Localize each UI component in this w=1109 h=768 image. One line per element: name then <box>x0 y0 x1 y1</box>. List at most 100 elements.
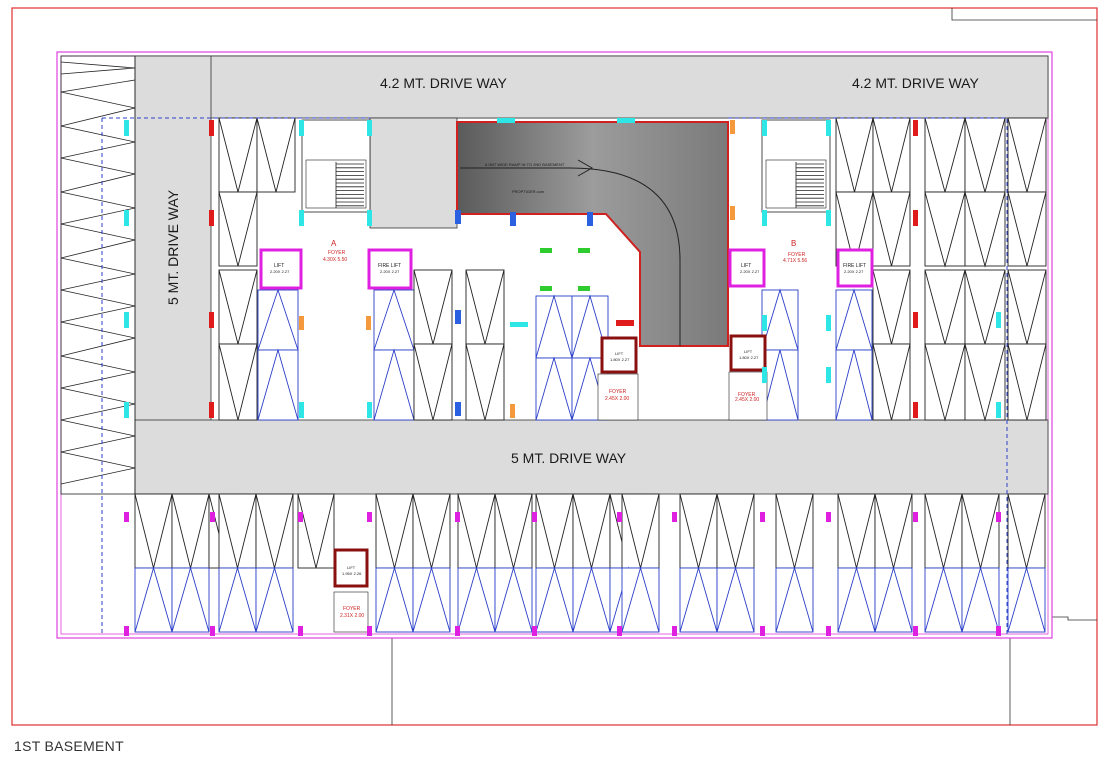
pillar <box>617 118 635 123</box>
lift-bottom-foyer-size: 2.31X 2.00 <box>340 613 364 619</box>
parking-stall <box>297 493 335 569</box>
pillar <box>209 210 214 226</box>
pillar <box>124 120 129 136</box>
pillar <box>124 626 129 636</box>
core-a-foyer-size: 4.30X 5.50 <box>323 257 347 263</box>
pillar <box>455 210 461 224</box>
pillar <box>913 626 918 636</box>
pillar <box>455 512 460 522</box>
parking-stall <box>874 566 913 633</box>
core-b-block: B <box>791 239 796 248</box>
stair-core-a <box>301 119 371 213</box>
lift-center-label: LIFT <box>615 351 624 356</box>
parking-stall <box>1007 343 1047 421</box>
parking-stall <box>257 288 299 351</box>
drive-way-top-left: 4.2 MT. DRIVE WAY <box>380 75 507 91</box>
pillar <box>124 210 129 226</box>
parking-stall <box>218 117 258 193</box>
parking-stall <box>679 566 718 633</box>
parking-stall <box>256 117 296 193</box>
lift-right-label: LIFT <box>744 349 753 354</box>
pillar <box>455 626 460 636</box>
parking-stall <box>535 566 574 633</box>
parking-stall <box>1007 117 1047 193</box>
core-a-lift-size: 2.20X 2.27 <box>270 269 290 274</box>
pillar <box>455 310 461 324</box>
lift-bottom <box>333 548 369 633</box>
parking-stall <box>218 343 258 421</box>
pillar <box>540 248 552 253</box>
parking-stall <box>134 493 173 569</box>
parking-stall <box>535 356 573 421</box>
parking-stall <box>134 566 173 633</box>
lift-right <box>728 334 768 421</box>
parking-stall <box>924 566 963 633</box>
pillar <box>210 512 215 522</box>
lift-bottom-size: 1.95X 2.26 <box>342 571 362 576</box>
parking-stall <box>1007 566 1046 633</box>
pillar <box>617 626 622 636</box>
parking-stall <box>535 493 574 569</box>
drive-way-middle: 5 MT. DRIVE WAY <box>511 450 627 466</box>
pillar <box>826 512 831 522</box>
parking-stall <box>255 566 294 633</box>
pillar <box>532 512 537 522</box>
pillar <box>210 626 215 636</box>
pillar <box>299 402 304 418</box>
pillar <box>730 120 735 134</box>
parking-stall <box>457 566 496 633</box>
parking-stall <box>494 493 533 569</box>
pillar <box>913 402 918 418</box>
pillar <box>730 206 735 220</box>
pillar <box>209 312 214 328</box>
site-boundary <box>11 7 1098 726</box>
pillar <box>826 120 831 136</box>
core-a-foyer-label: FOYER <box>328 250 346 256</box>
pillar <box>996 512 1001 522</box>
lift-bottom-label: LIFT <box>347 565 356 570</box>
pillar <box>209 402 214 418</box>
core-b <box>728 248 874 288</box>
lift-right-size: 1.80X 2.27 <box>739 355 759 360</box>
parking-stall <box>679 493 718 569</box>
parking-stall <box>964 117 1006 194</box>
parking-stall <box>716 566 755 633</box>
parking-stall <box>837 566 876 633</box>
parking-stall <box>835 117 874 193</box>
parking-stall <box>218 269 258 345</box>
parking-stall <box>255 493 294 569</box>
parking-stall <box>494 566 533 633</box>
parking-stall <box>621 566 660 633</box>
parking-stall <box>761 288 799 351</box>
parking-stall <box>413 269 453 345</box>
parking-stall <box>218 191 258 267</box>
core-b-foyer-label: FOYER <box>788 252 806 258</box>
core-b-lift-label: LIFT <box>741 263 751 269</box>
parking-stall <box>412 566 451 633</box>
left-edge-parking <box>60 55 136 495</box>
pillar <box>913 512 918 522</box>
pillar <box>826 367 831 383</box>
pillar <box>578 286 590 291</box>
pillar <box>617 512 622 522</box>
parking-stall <box>218 493 257 569</box>
parking-stall <box>457 493 496 569</box>
parking-stall <box>1007 493 1046 569</box>
parking-stall <box>621 493 660 569</box>
pillar <box>367 626 372 636</box>
parking-stall <box>257 348 299 421</box>
drawing-title: 1ST BASEMENT <box>14 738 124 754</box>
parking-stall <box>171 566 210 633</box>
pillar <box>913 210 918 226</box>
parking-stall <box>465 343 505 421</box>
parking-stall <box>964 191 1006 268</box>
parking-stall <box>218 566 257 633</box>
parking-stall <box>572 566 611 633</box>
parking-stall <box>837 493 876 569</box>
pillar <box>298 626 303 636</box>
parking-stall <box>924 493 963 569</box>
core-b-lift-size: 2.20X 2.27 <box>740 269 760 274</box>
pillar <box>578 248 590 253</box>
pillar <box>913 120 918 136</box>
